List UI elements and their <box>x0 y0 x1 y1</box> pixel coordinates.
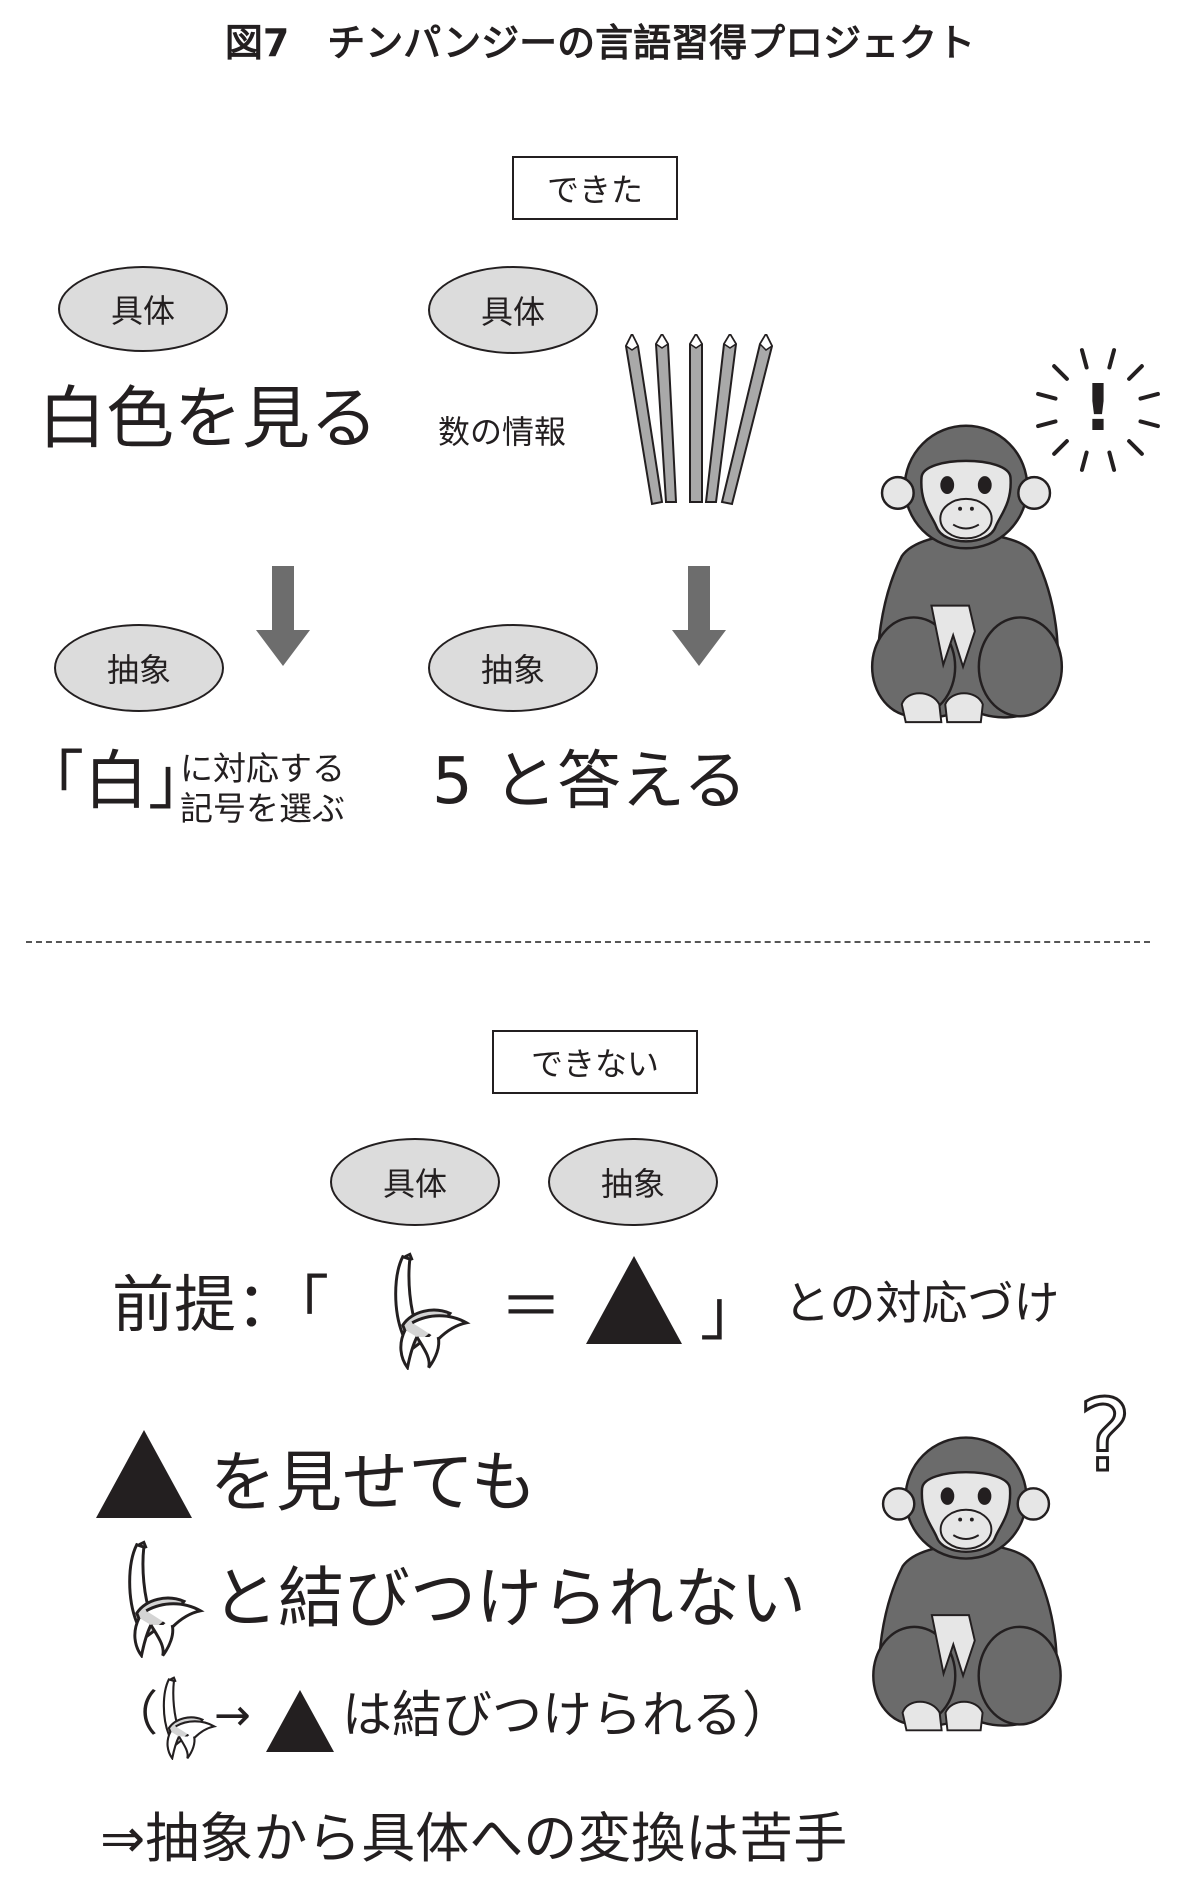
burst-ray <box>1079 450 1089 472</box>
concrete-tag-left: 具体 <box>58 266 228 352</box>
exclamation-burst-icon: ! <box>1036 348 1160 472</box>
cannot-label-box: できない <box>492 1030 698 1094</box>
abstract-tag-left: 抽象 <box>54 624 224 712</box>
concrete-text-number-info: 数の情報 <box>438 413 567 451</box>
abstract-text-answer-5: 5 と答える <box>432 745 748 819</box>
burst-ray <box>1052 439 1069 456</box>
tag-text: 具体 <box>110 292 175 330</box>
tag-text: 抽象 <box>106 651 171 689</box>
conclusion-text: ⇒抽象から具体への変換は苦手 <box>100 1807 848 1870</box>
burst-ray <box>1127 439 1144 456</box>
premise-close-bracket: 」 <box>700 1276 763 1349</box>
burst-ray <box>1138 419 1160 429</box>
abstract-symbol-white: 「白」 <box>20 745 212 819</box>
triangle-symbol <box>586 1256 682 1348</box>
burst-ray <box>1107 450 1117 472</box>
line3-can-link: は結びつけられる） <box>342 1686 792 1744</box>
abstract-tag: 抽象 <box>548 1138 718 1226</box>
banana-icon <box>394 1252 468 1370</box>
figure-title: 図7 チンパンジーの言語習得プロジェクト <box>224 21 976 65</box>
burst-ray <box>1079 348 1089 370</box>
section-divider <box>26 941 1150 943</box>
abstract-text-line2: 記号を選ぶ <box>180 789 345 828</box>
premise-equals: ＝ <box>500 1270 563 1343</box>
question-mark: ? <box>1078 1384 1131 1484</box>
down-arrow-icon <box>672 566 726 666</box>
line-show-triangle: を見せても <box>210 1444 537 1521</box>
banana-icon <box>162 1676 216 1760</box>
premise-suffix: との対応づけ <box>784 1276 1060 1330</box>
concrete-tag: 具体 <box>330 1138 500 1226</box>
burst-ray <box>1107 348 1117 370</box>
can-label: できた <box>546 171 643 209</box>
line3-open-paren: （ <box>110 1686 159 1742</box>
burst-ray <box>1036 391 1058 401</box>
cannot-label: できない <box>530 1045 659 1083</box>
exclamation-mark: ! <box>1083 372 1112 446</box>
burst-ray <box>1138 391 1160 401</box>
tag-text: 具体 <box>382 1165 447 1203</box>
triangle-symbol <box>266 1690 334 1756</box>
premise-label: 前提：「 <box>112 1268 330 1341</box>
pencils-illustration <box>624 334 774 506</box>
banana-icon <box>128 1540 202 1658</box>
abstract-text-line1: に対応する <box>180 749 345 788</box>
burst-ray <box>1036 419 1058 429</box>
burst-ray <box>1127 364 1144 381</box>
concrete-tag-right: 具体 <box>428 266 598 354</box>
chimpanzee-illustration-confused <box>872 1436 1062 1732</box>
triangle-symbol <box>96 1430 192 1522</box>
tag-text: 抽象 <box>480 651 545 689</box>
line3-arrow: → <box>214 1690 251 1741</box>
concrete-text-see-white: 白色を見る <box>38 380 379 459</box>
line-cannot-link: と結びつけられない <box>212 1560 806 1637</box>
abstract-tag-right: 抽象 <box>428 624 598 712</box>
burst-ray <box>1052 364 1069 381</box>
tag-text: 抽象 <box>600 1165 665 1203</box>
can-label-box: できた <box>512 156 678 220</box>
tag-text: 具体 <box>480 293 545 331</box>
question-mark-icon: ? <box>1077 1384 1133 1484</box>
down-arrow-icon <box>256 566 310 666</box>
